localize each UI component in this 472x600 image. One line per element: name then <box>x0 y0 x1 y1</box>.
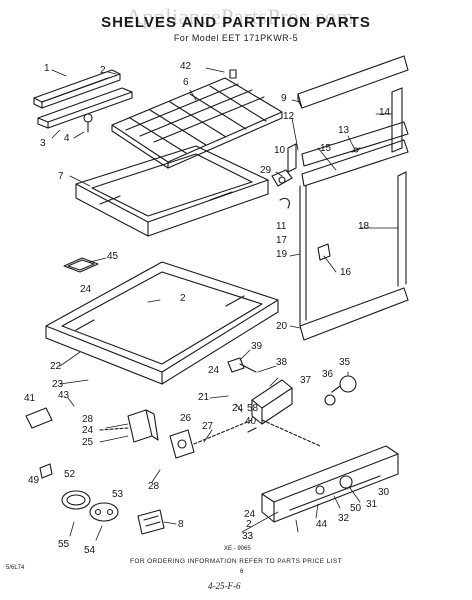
hinge-43-icon <box>25 407 53 429</box>
callout-label: 32 <box>338 513 350 524</box>
callout-label: 43 <box>58 390 70 401</box>
callout-label: 24 <box>82 425 94 436</box>
callout-label: 39 <box>251 341 263 352</box>
callout-label: 22 <box>50 361 62 372</box>
callout-label: 30 <box>378 487 390 498</box>
diagram-code: XE - 9065 <box>224 546 251 552</box>
clip-49-icon <box>39 463 53 479</box>
callout-label: 12 <box>283 111 295 122</box>
knob-16-icon <box>317 243 331 261</box>
callout-label: 2 <box>100 65 106 76</box>
watermark-text: AppliancePartsPros.com <box>126 4 354 29</box>
callout-label: 15 <box>320 143 332 154</box>
callout-label: 4 <box>64 133 70 144</box>
callout-label: 24 <box>232 403 244 414</box>
callout-label: 16 <box>340 267 352 278</box>
callout-label: 23 <box>52 379 64 390</box>
leader-lines <box>51 67 399 541</box>
callout-label: 19 <box>276 249 288 260</box>
plug-53-icon <box>89 502 119 522</box>
callout-label: 24 <box>80 284 92 295</box>
callout-label: 24 <box>244 509 256 520</box>
callout-label: 29 <box>260 165 272 176</box>
callout-label: 27 <box>202 421 214 432</box>
callout-label: 50 <box>350 503 362 514</box>
clip-11-icon <box>279 197 290 209</box>
callout-label: 18 <box>358 221 370 232</box>
callout-label: 28 <box>82 414 94 425</box>
control-26-icon <box>169 429 195 459</box>
thermostat-housing-37-icon <box>251 379 293 425</box>
lamp-35-icon <box>331 375 357 393</box>
callout-label: 33 <box>242 531 254 542</box>
callout-label: 20 <box>276 321 288 332</box>
gasket-45-icon <box>63 257 99 273</box>
callout-label: 55 <box>58 539 70 550</box>
callout-label: 3 <box>40 138 46 149</box>
callout-label: 6 <box>183 77 189 88</box>
insulation-10-icon <box>287 143 297 173</box>
trim-bar-2-icon <box>37 87 133 129</box>
bracket-29-icon <box>271 169 293 187</box>
callout-label: 44 <box>316 519 328 530</box>
screw-4-icon <box>83 113 93 133</box>
callout-label: 8 <box>178 519 184 530</box>
callout-label: 13 <box>338 125 350 136</box>
ordering-note: FOR ORDERING INFORMATION REFER TO PARTS … <box>130 558 342 565</box>
callout-label: 53 <box>112 489 124 500</box>
handwritten-mark: 4-25-F-6 <box>208 581 241 591</box>
callout-label: 42 <box>180 61 192 72</box>
terminal-block-8-icon <box>137 509 165 535</box>
screw-13-icon <box>351 147 361 153</box>
callout-label: 31 <box>366 499 378 510</box>
callout-label: 10 <box>274 145 286 156</box>
bulb-36-icon <box>324 394 336 406</box>
callout-label: 45 <box>107 251 119 262</box>
knob-50-icon <box>315 485 325 495</box>
callout-label: 35 <box>339 357 351 368</box>
model-subtitle: For Model EET 171PKWR-5 <box>173 33 299 43</box>
page-title: SHELVES AND PARTITION PARTS <box>101 14 371 31</box>
callout-label: 7 <box>58 171 64 182</box>
knob-31-icon <box>339 475 353 489</box>
trim-bar-1-icon <box>33 69 121 109</box>
callout-label: 54 <box>84 545 96 556</box>
callout-label: 2 <box>180 293 186 304</box>
screw-40-icon <box>247 427 257 433</box>
callout-label: 26 <box>180 413 192 424</box>
pin-42-icon <box>229 69 237 79</box>
callout-label: 21 <box>198 392 210 403</box>
callout-label: 37 <box>300 375 312 386</box>
cord-52-icon <box>61 490 91 510</box>
wire-shelf-6-icon <box>111 77 283 169</box>
callout-label: 28 <box>148 481 160 492</box>
callout-label: 40 <box>245 416 257 427</box>
wire-harness-icon <box>99 419 321 447</box>
connector-39-icon <box>227 357 257 373</box>
callout-label: 49 <box>28 475 40 486</box>
callout-label: 25 <box>82 437 94 448</box>
crisper-frame-7-icon <box>75 145 269 237</box>
shelf-tray-22-icon <box>45 261 279 385</box>
callout-label: 52 <box>64 469 76 480</box>
callout-label: 38 <box>276 357 288 368</box>
page-number: 6 <box>240 569 244 575</box>
callout-label: 14 <box>379 107 391 118</box>
callout-label: 2 <box>246 519 252 530</box>
callout-label: 9 <box>281 93 287 104</box>
callout-label: 24 <box>208 365 220 376</box>
callout-label: 41 <box>24 393 36 404</box>
callout-label: 36 <box>322 369 334 380</box>
callout-label: 11 <box>276 221 287 232</box>
callout-label: 58 <box>247 403 259 414</box>
side-code: 5/6L74 <box>6 565 25 571</box>
partition-frame-icon <box>297 55 409 341</box>
callout-label: 17 <box>276 235 288 246</box>
switch-25-icon <box>127 409 159 443</box>
control-panel-30-icon <box>261 445 399 523</box>
callout-label: 1 <box>44 63 50 74</box>
